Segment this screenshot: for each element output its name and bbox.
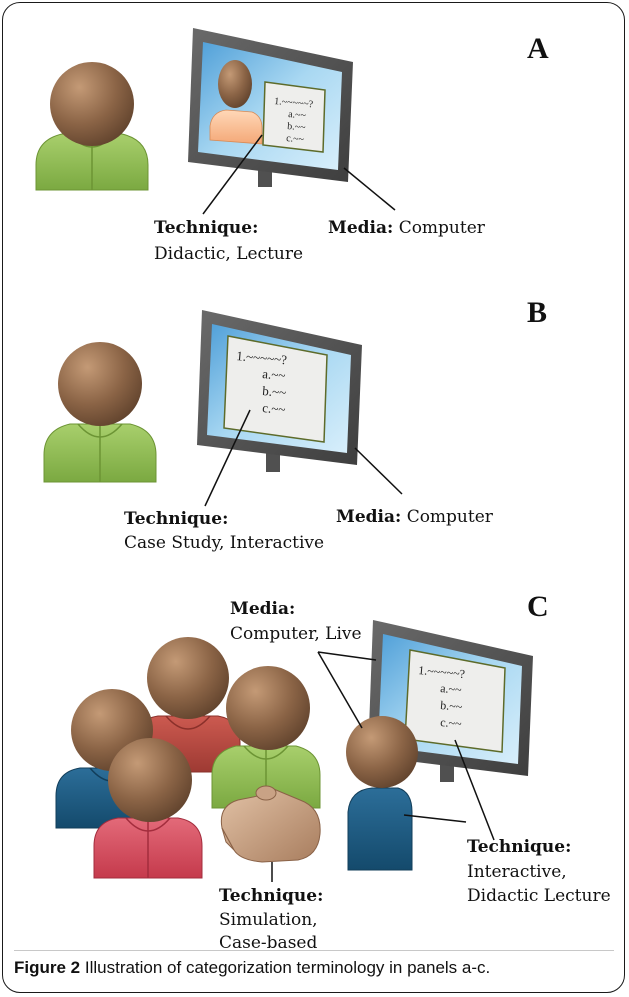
caption-divider (14, 950, 614, 951)
panel-a-letter: A (527, 32, 549, 65)
screen-b-line-3: b.~~ (262, 383, 287, 400)
screen-a-line-4: c.~~ (286, 133, 305, 146)
screen-a-line-2: a.~~ (288, 109, 307, 122)
person-c-darkred-icon (133, 637, 241, 773)
technique-c-pointer-screen (454, 739, 495, 841)
media-c-pointer-presenter (317, 651, 363, 729)
technique-c-right-label: Technique: (467, 837, 572, 857)
technique-b-value: Case Study, Interactive (124, 533, 325, 553)
screen-c-line-3: b.~~ (440, 698, 464, 714)
caption-text: Illustration of categorization terminolo… (84, 958, 491, 977)
technique-c-pointer-presenter (403, 814, 467, 823)
screen-b-line-1: 1.~~~~~? (236, 348, 288, 367)
media-a-label: Media: Computer (328, 218, 485, 238)
presenter-c-icon (346, 716, 418, 871)
monitor-a-icon: 1.~~~~~? a.~~ b.~~ c.~~ (188, 28, 353, 187)
panel-b-letter: B (527, 296, 548, 329)
screen-a-line-3: b.~~ (287, 121, 307, 134)
technique-b-pointer (204, 409, 251, 507)
person-c-green-icon (211, 666, 321, 809)
technique-a-pointer (202, 134, 263, 215)
media-c-value: Computer, Live (230, 624, 362, 644)
media-b-label: Media: Computer (336, 507, 493, 527)
screen-c-line-1: 1.~~~~~? (418, 663, 466, 681)
caption-label: Figure 2 (14, 958, 81, 977)
screen-b-line-2: a.~~ (262, 366, 286, 383)
person-c-red-icon (93, 738, 203, 879)
figure-caption: Figure 2 Illustration of categorization … (14, 958, 614, 988)
screen-b-line-4: c.~~ (262, 400, 286, 417)
simulator-manikin-icon (220, 785, 321, 863)
media-c-label: Media: (230, 599, 296, 619)
technique-c-bottom-line2: Case-based (219, 933, 318, 953)
technique-c-bottom-line1: Simulation, (219, 910, 318, 930)
technique-a-value: Didactic, Lecture (154, 244, 304, 264)
technique-c-right-line1: Interactive, (467, 862, 567, 882)
panel-c: 1.~~~~~? a.~~ b.~~ c.~~ (55, 620, 533, 882)
panel-c-letter: C (527, 590, 549, 623)
technique-b-label: Technique: (124, 509, 229, 529)
screen-a-line-1: 1.~~~~~? (274, 96, 314, 110)
monitor-b-icon: 1.~~~~~? a.~~ b.~~ c.~~ (197, 310, 362, 472)
panel-a: 1.~~~~~? a.~~ b.~~ c.~~ (35, 28, 396, 215)
screen-c-line-2: a.~~ (440, 681, 463, 697)
media-a-pointer (343, 167, 396, 211)
technique-c-bottom-label: Technique: (219, 886, 324, 906)
screen-c-line-4: c.~~ (440, 715, 463, 731)
person-a-icon (35, 62, 149, 191)
person-b-icon (43, 342, 157, 483)
technique-c-right-line2: Didactic Lecture (467, 886, 611, 906)
technique-a-label: Technique: (154, 218, 259, 238)
media-c-pointer-monitor (317, 651, 377, 661)
panel-b: 1.~~~~~? a.~~ b.~~ c.~~ (43, 310, 403, 507)
media-b-pointer (354, 447, 403, 495)
monitor-c-icon: 1.~~~~~? a.~~ b.~~ c.~~ (368, 620, 533, 782)
